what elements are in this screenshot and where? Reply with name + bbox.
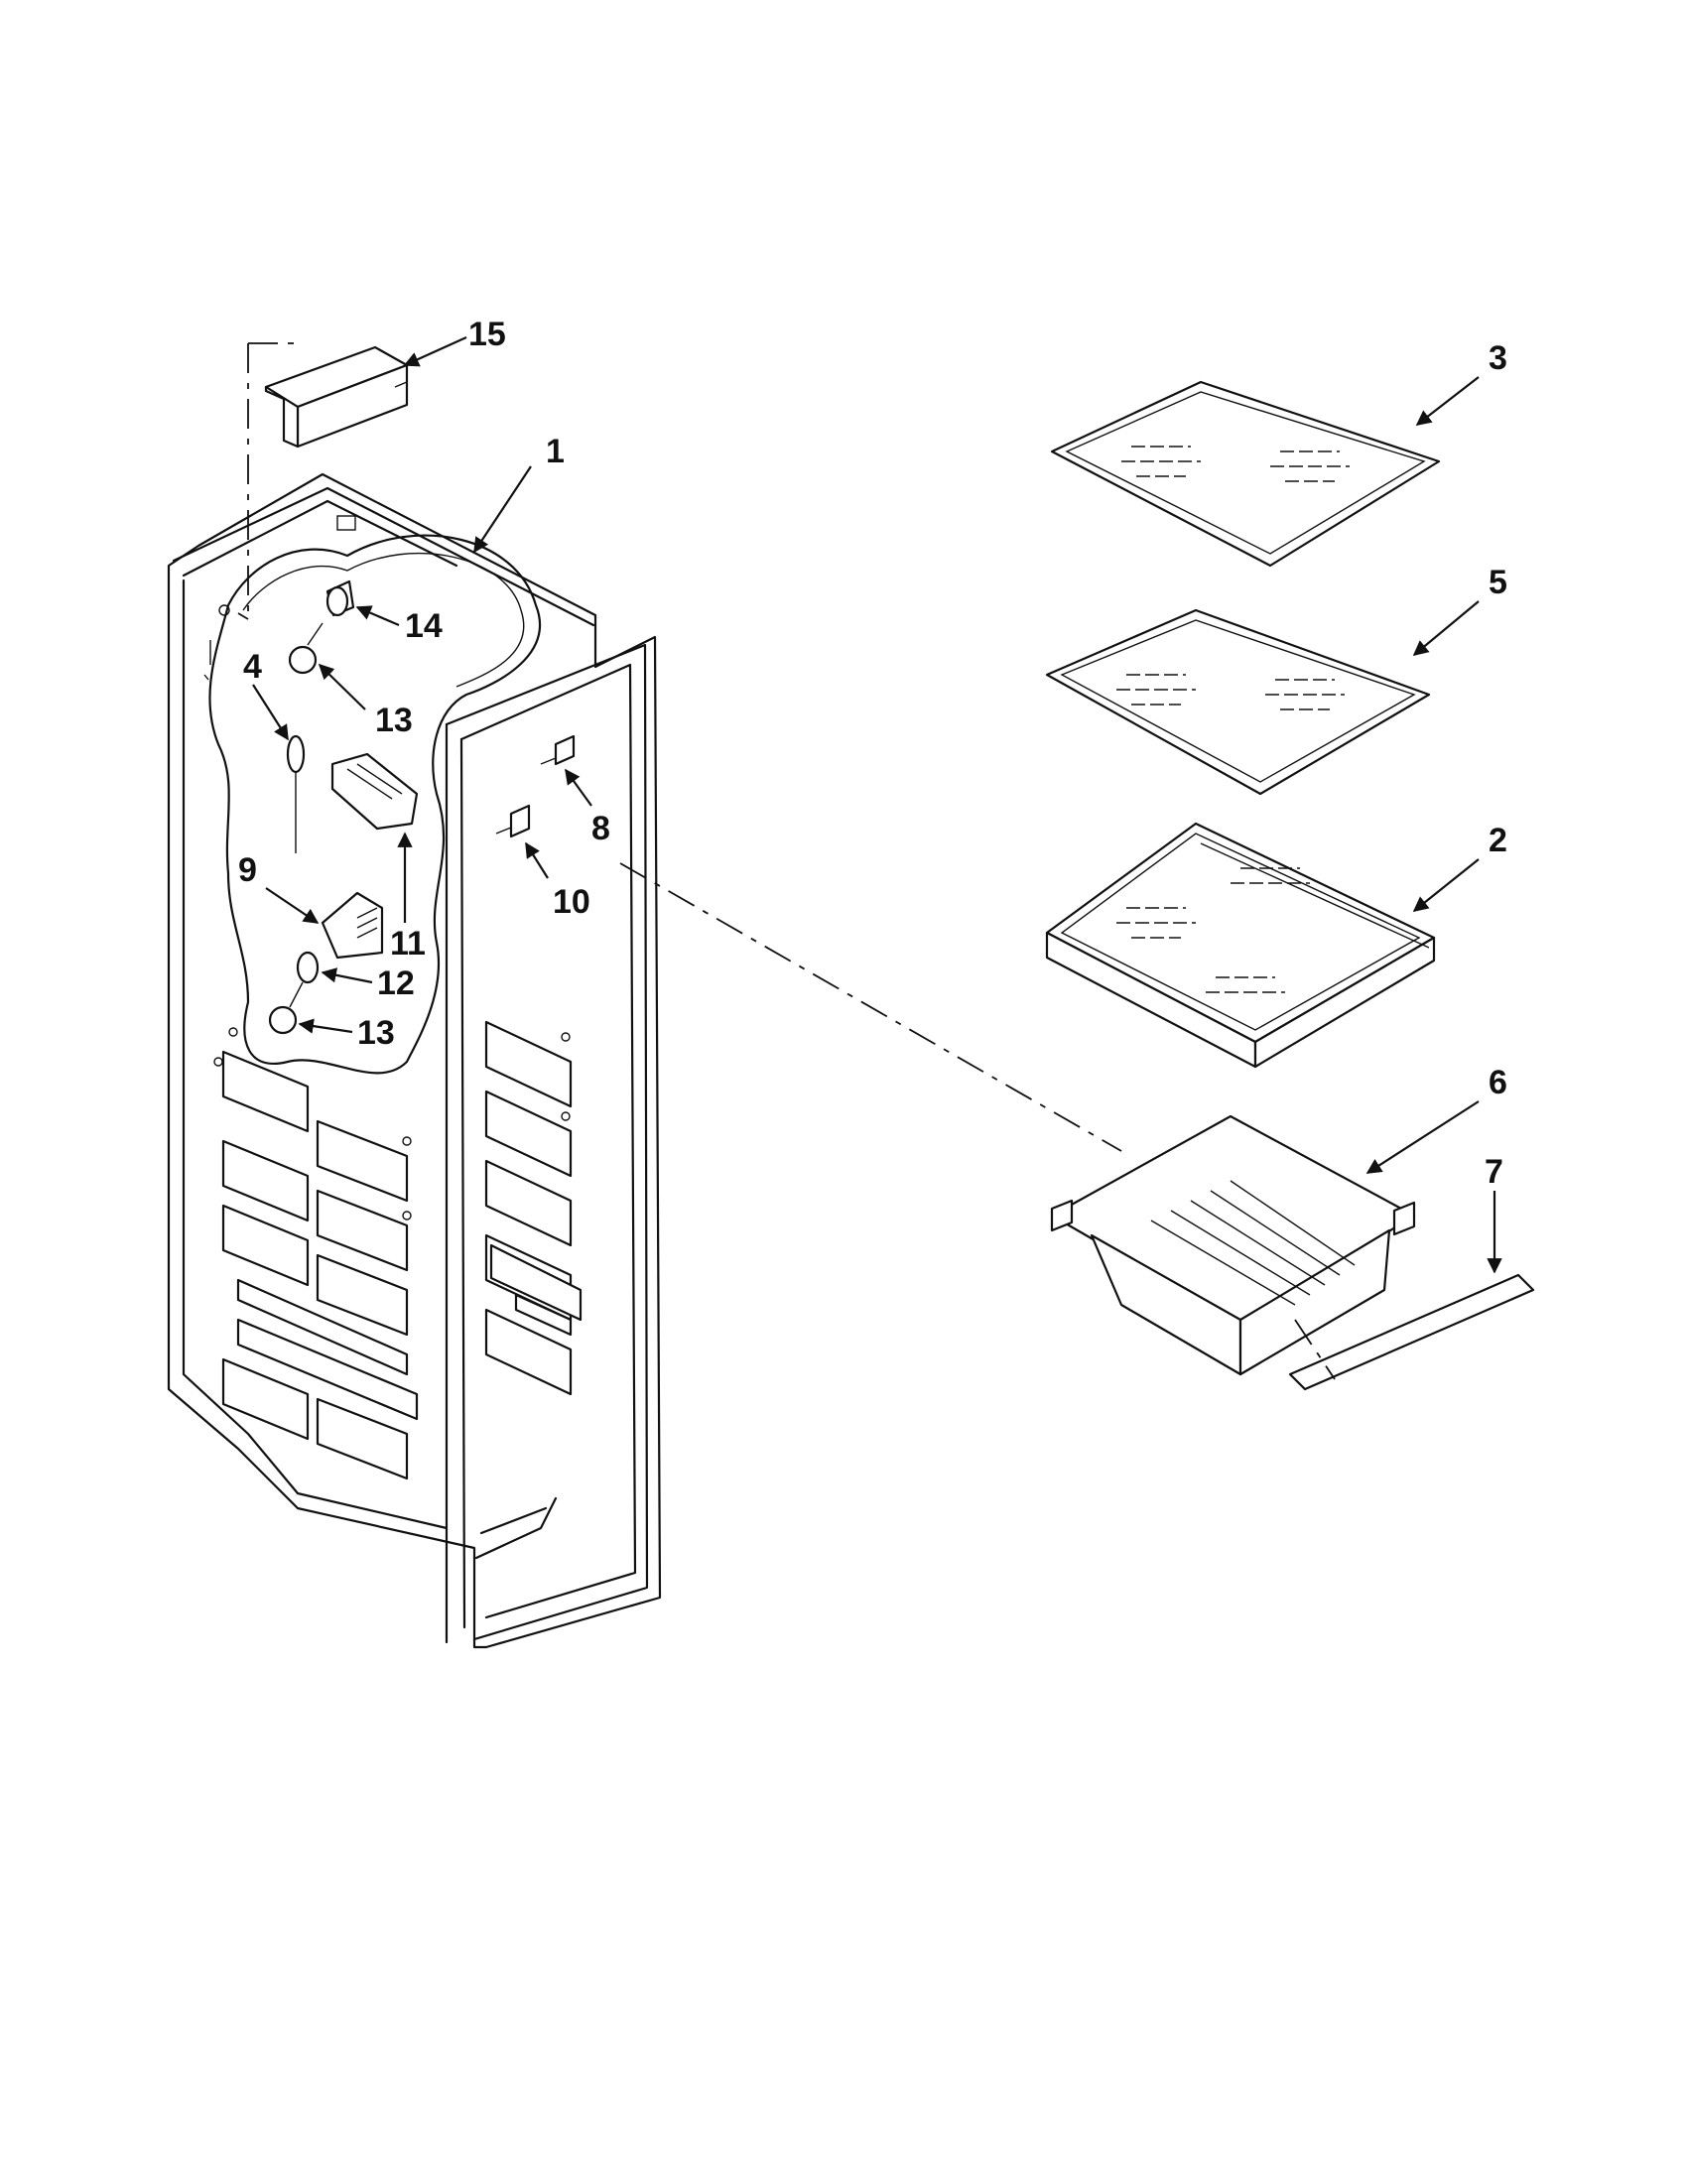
part-8-switch — [540, 734, 576, 766]
part-14-light-socket — [325, 579, 355, 617]
part-10-switch — [495, 804, 531, 838]
part-4-thermistor — [286, 734, 306, 853]
part-6-crisper-drawer — [1050, 1114, 1416, 1376]
callout-7: 7 — [1485, 1153, 1503, 1191]
part-7-trim — [1288, 1273, 1535, 1391]
part-3-shelf — [1050, 380, 1441, 568]
part-13-light-bulb-lower — [268, 981, 304, 1035]
callout-11: 11 — [390, 925, 426, 963]
callout-2: 2 — [1489, 822, 1507, 859]
callout-5: 5 — [1489, 564, 1507, 601]
callout-8: 8 — [591, 810, 610, 847]
callout-6: 6 — [1489, 1064, 1507, 1101]
assembly-line-8-6 — [619, 862, 1122, 1152]
callout-3: 3 — [1489, 339, 1507, 377]
callout-labels: 15 1 3 5 2 6 7 4 9 14 13 11 12 13 8 10 — [238, 316, 1507, 1191]
callout-1: 1 — [546, 433, 565, 470]
part-1-liner — [167, 472, 662, 1649]
part-5-shelf — [1045, 608, 1431, 796]
part-15-vent-cover — [237, 342, 409, 620]
callout-10: 10 — [553, 883, 590, 921]
part-12-light-socket — [296, 951, 320, 984]
part-9-bracket — [321, 891, 384, 960]
callout-12: 12 — [377, 964, 415, 1002]
callout-4: 4 — [243, 648, 262, 686]
assembly-line-6-7 — [1294, 1319, 1336, 1380]
part-11-control-housing — [330, 752, 419, 831]
part-13-light-bulb-upper — [288, 622, 324, 675]
callout-13-lower: 13 — [357, 1014, 395, 1052]
part-2-crisper-cover — [1045, 822, 1436, 1069]
callout-13-upper: 13 — [375, 702, 413, 739]
callout-14: 14 — [405, 607, 443, 645]
leader-arrows — [252, 335, 1502, 1274]
callout-15: 15 — [468, 316, 506, 353]
callout-9: 9 — [238, 851, 257, 889]
